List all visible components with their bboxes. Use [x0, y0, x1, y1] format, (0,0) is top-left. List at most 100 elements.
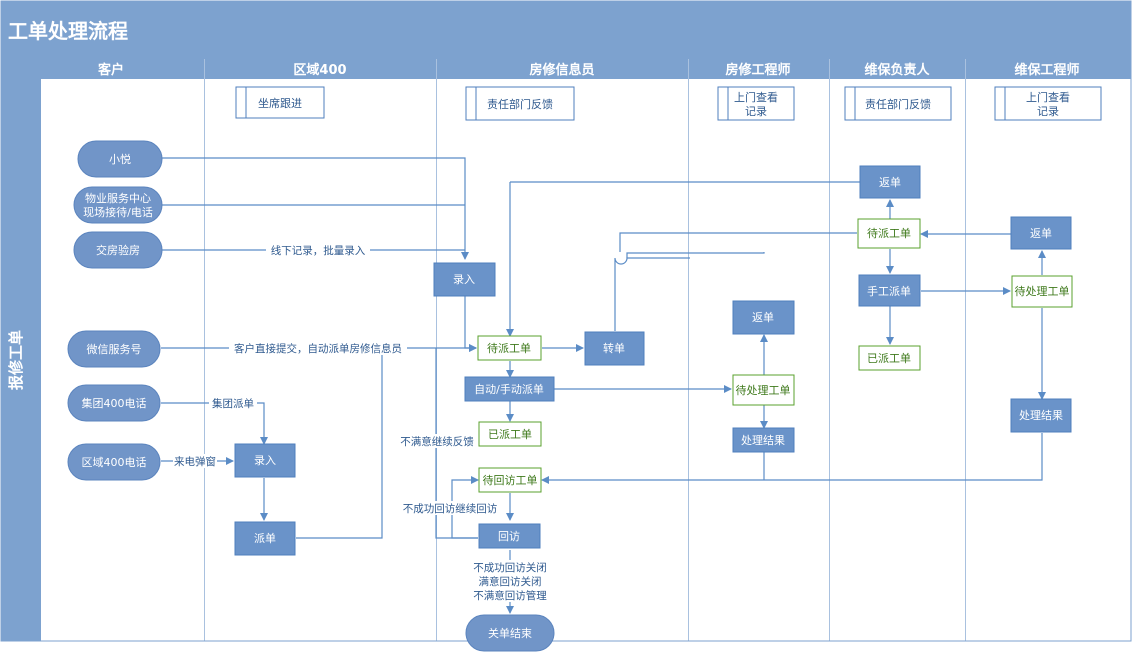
node-we-return	[1010, 216, 1072, 250]
node-fx-result	[732, 427, 795, 453]
doc-label-visit-record-2-l1: 上门查看	[1026, 90, 1070, 104]
lane-title: 报修工单	[7, 330, 25, 390]
node-transfer	[584, 331, 645, 366]
node-pending-return-visit-label: 待回访工单	[483, 473, 538, 487]
edge-transfer-up	[614, 257, 690, 331]
doc-box-resp-feedback-2: 责任部门反馈	[844, 86, 952, 121]
doc-label-visit-record-1-l1: 上门查看	[734, 90, 778, 104]
edge-bridge	[626, 252, 765, 258]
edge-group400-region-record	[161, 402, 268, 445]
label-fail-continue: 不成功回访继续回访	[403, 502, 498, 515]
title-bar	[1, 1, 1131, 59]
node-handover-label: 交房验房	[96, 243, 140, 257]
node-property-center-l1: 物业服务中心	[85, 191, 151, 205]
label-incoming-popup: 来电弹窗	[174, 455, 216, 468]
node-pending-dispatch-label: 待派工单	[487, 341, 531, 355]
edge-xiaoyue-record	[161, 157, 469, 260]
lane-title-bar	[1, 79, 41, 641]
column-region400: 区域400	[293, 62, 346, 78]
edge-record-pending	[464, 296, 477, 352]
label-close-note-1: 不成功回访关闭	[473, 561, 547, 574]
edge-unsatisfied-loop	[435, 348, 478, 539]
edge-region-dispatch-flow	[296, 348, 383, 539]
node-transfer-label: 转单	[603, 341, 625, 355]
node-pending-return-visit	[478, 467, 542, 493]
node-record-info-label: 录入	[453, 273, 475, 286]
node-dispatched-label: 已派工单	[488, 428, 532, 441]
column-housing-info: 房修信息员	[529, 62, 594, 78]
node-we-return-label: 返单	[1030, 227, 1052, 240]
column-header-bar	[1, 59, 1131, 79]
node-fx-pending	[732, 374, 795, 406]
node-fx-return-label: 返单	[752, 311, 774, 324]
edge-labels: 线下记录，批量录入 客户直接提交，自动派单房修信息员 集团派单 来电弹窗 不满意…	[173, 243, 554, 602]
node-close	[465, 614, 555, 652]
node-dispatched	[478, 421, 542, 447]
node-region-record-label: 录入	[254, 454, 276, 467]
status-nodes: 待派工单 已派工单 待回访工单 待处理工单 待派工单 已派工单 待处理工单	[477, 218, 1073, 493]
node-wb-pending-dispatch-label: 待派工单	[867, 226, 911, 240]
doc-label-seat-follow: 坐席跟进	[258, 96, 302, 110]
column-customer: 客户	[98, 62, 124, 78]
doc-label-resp-feedback-1: 责任部门反馈	[487, 97, 553, 111]
label-group-dispatch: 集团派单	[212, 397, 254, 410]
node-handover	[73, 231, 163, 269]
doc-label-resp-feedback-2: 责任部门反馈	[865, 97, 931, 111]
label-direct-submit: 客户直接提交，自动派单房修信息员	[234, 342, 402, 355]
node-auto-manual-dispatch	[464, 376, 555, 402]
node-we-result-label: 处理结果	[1019, 409, 1063, 422]
node-auto-manual-dispatch-label: 自动/手动派单	[474, 382, 544, 396]
node-wb-dispatched	[858, 345, 921, 371]
label-unsatisfied-continue: 不满意继续反馈	[400, 435, 474, 448]
node-wechat-label: 微信服务号	[87, 342, 142, 356]
node-record-info	[433, 262, 496, 297]
node-wb-dispatched-label: 已派工单	[867, 352, 911, 365]
node-xiaoyue	[77, 140, 163, 178]
node-group400-label: 集团400电话	[82, 396, 147, 410]
node-property-center	[73, 186, 163, 224]
node-region-dispatch-label: 派单	[254, 532, 276, 545]
node-region-record	[234, 443, 296, 478]
node-close-label: 关单结束	[488, 626, 532, 640]
node-property-center-l2: 现场接待/电话	[83, 205, 153, 219]
node-region-dispatch	[234, 521, 296, 556]
node-wb-return	[859, 165, 921, 199]
doc-box-visit-record-2: 上门查看 记录	[994, 86, 1102, 121]
edge-wb-pending-left	[619, 232, 857, 252]
customer-nodes: 小悦 物业服务中心 现场接待/电话 交房验房 微信服务号 集团400电话 区域4…	[67, 140, 163, 481]
node-fx-return	[732, 300, 795, 335]
node-we-result	[1010, 398, 1072, 433]
node-xiaoyue-label: 小悦	[109, 152, 131, 166]
doc-label-visit-record-2-l2: 记录	[1037, 105, 1059, 118]
node-we-pending	[1011, 275, 1073, 308]
node-region400	[67, 443, 161, 481]
node-pending-dispatch	[477, 335, 542, 361]
node-fx-pending-label: 待处理工单	[736, 383, 791, 397]
node-wb-manual-dispatch	[858, 274, 921, 307]
node-fx-result-label: 处理结果	[741, 434, 785, 447]
node-wb-manual-dispatch-label: 手工派单	[867, 284, 911, 298]
node-return-visit	[478, 523, 541, 549]
column-housing-engineer: 房修工程师	[725, 62, 790, 78]
label-close-note-3: 不满意回访管理	[473, 589, 547, 602]
process-nodes: 录入 自动/手动派单 转单 回访 录入 派单 返单 处理结果 返单 手工派单 返…	[234, 165, 1072, 556]
doc-box-resp-feedback-1: 责任部门反馈	[465, 86, 575, 121]
doc-box-seat-follow: 坐席跟进	[235, 86, 325, 119]
node-group400	[67, 384, 161, 422]
label-offline: 线下记录，批量录入	[271, 244, 366, 257]
node-wb-pending-dispatch	[857, 218, 921, 249]
node-wb-return-label: 返单	[879, 176, 901, 189]
doc-box-visit-record-1: 上门查看 记录	[717, 86, 795, 121]
node-we-pending-label: 待处理工单	[1015, 284, 1070, 298]
node-wechat	[67, 330, 161, 368]
page-title: 工单处理流程	[8, 19, 128, 43]
node-region400-label: 区域400电话	[82, 456, 147, 469]
edge-results-to-return-visit	[541, 433, 1043, 484]
column-maintenance-engineer: 维保工程师	[1014, 62, 1079, 78]
label-close-note-2: 满意回访关闭	[479, 575, 542, 588]
column-maintenance-lead: 维保负责人	[864, 62, 930, 78]
doc-label-visit-record-1-l2: 记录	[745, 105, 767, 118]
node-return-visit-label: 回访	[498, 530, 520, 543]
